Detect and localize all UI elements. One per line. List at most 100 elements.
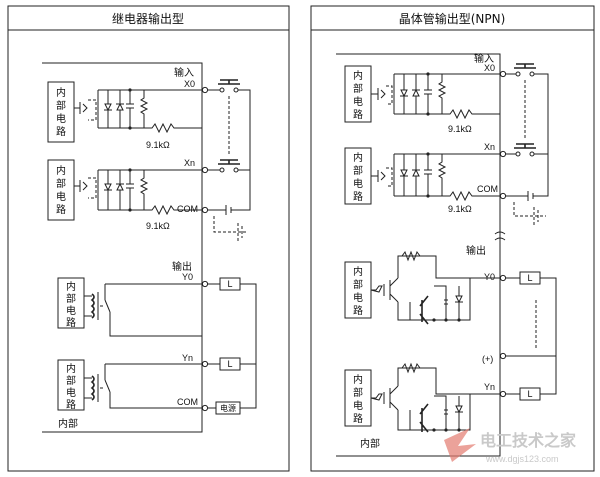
input-diode-1 bbox=[400, 74, 408, 114]
internal-circuit-char-2: 部 bbox=[56, 177, 66, 190]
input-resistor-9k1 bbox=[446, 190, 500, 202]
input-diode-2 bbox=[116, 170, 124, 210]
input-capacitor bbox=[424, 74, 432, 114]
left-terminal-x0: X0 bbox=[184, 79, 195, 89]
output-capacitor bbox=[434, 395, 448, 430]
right-load-label-2: L bbox=[527, 389, 532, 399]
optocoupler-link bbox=[386, 167, 393, 187]
internal-circuit-char-2: 部 bbox=[66, 292, 76, 305]
switch-contact bbox=[219, 167, 225, 173]
internal-circuit-char-3: 电 bbox=[66, 304, 76, 317]
break-mark bbox=[494, 231, 506, 241]
internal-circuit-char-2: 部 bbox=[56, 99, 66, 112]
junction-dot bbox=[128, 168, 132, 172]
external-dc-supply bbox=[506, 154, 549, 201]
right-panel-frame bbox=[310, 5, 595, 472]
junction-dot bbox=[457, 428, 461, 432]
switch-contact bbox=[515, 71, 521, 77]
internal-circuit-char-3: 电 bbox=[353, 399, 363, 412]
internal-circuit-char-4: 路 bbox=[353, 108, 363, 121]
switch-contact bbox=[529, 151, 535, 157]
internal-circuit-char-2: 部 bbox=[353, 386, 363, 399]
switch-contact bbox=[515, 151, 521, 157]
junction-dot bbox=[432, 318, 436, 322]
internal-circuit-char-4: 路 bbox=[56, 203, 66, 216]
relay-coil bbox=[90, 375, 95, 401]
right-input-label: 输入 bbox=[474, 52, 494, 65]
left-panel-title: 继电器输出型 bbox=[112, 11, 184, 26]
internal-circuit-char-1: 内 bbox=[66, 280, 76, 293]
right-terminal-yn: Yn bbox=[484, 382, 495, 392]
left-internal-boundary bbox=[42, 62, 203, 433]
external-dc-supply bbox=[208, 170, 251, 215]
internal-circuit-char-1: 内 bbox=[56, 86, 66, 99]
switch-x0 bbox=[514, 63, 536, 69]
transistor-output-y0: 内 部 电 路 bbox=[344, 250, 500, 325]
junction-dot bbox=[432, 428, 436, 432]
left-terminal-y0: Y0 bbox=[182, 272, 193, 282]
switch-xn bbox=[514, 143, 536, 149]
external-input-wiring bbox=[506, 73, 549, 155]
internal-circuit-char-1: 内 bbox=[353, 373, 363, 386]
switch-contact bbox=[233, 87, 239, 93]
right-load-label-1: L bbox=[527, 273, 532, 283]
terminal-plus bbox=[499, 352, 507, 360]
input-diode-2 bbox=[412, 74, 420, 114]
internal-circuit-char-3: 电 bbox=[353, 291, 363, 304]
internal-circuit-box bbox=[344, 65, 372, 123]
internal-circuit-box bbox=[57, 359, 85, 411]
left-panel-frame bbox=[7, 5, 290, 472]
terminal-x0 bbox=[499, 70, 507, 78]
left-terminal-com-out: COM bbox=[177, 397, 198, 407]
watermark-url: www.dgjs123.com bbox=[485, 454, 559, 464]
internal-circuit-char-3: 电 bbox=[56, 112, 66, 125]
phototransistor-symbol bbox=[74, 180, 88, 192]
optocoupler-link bbox=[88, 99, 97, 121]
relay-contact-wiring bbox=[104, 363, 202, 409]
switch-xn bbox=[218, 159, 240, 165]
left-terminal-xn: Xn bbox=[184, 158, 195, 168]
input-diode-2 bbox=[116, 102, 124, 111]
watermark-logo-icon bbox=[444, 428, 476, 462]
input-resistor-9k1 bbox=[148, 122, 202, 134]
internal-circuit-char-3: 电 bbox=[66, 386, 76, 399]
optocoupler-link bbox=[386, 85, 393, 105]
junction-dot bbox=[444, 428, 448, 432]
junction-dot bbox=[128, 126, 132, 130]
internal-circuit-char-2: 部 bbox=[353, 82, 363, 95]
internal-circuit-char-1: 内 bbox=[353, 69, 363, 82]
input-resistor-9k1 bbox=[446, 108, 501, 190]
internal-circuit-box bbox=[47, 159, 75, 221]
right-terminal-xn: Xn bbox=[484, 142, 495, 152]
right-terminal-y0: Y0 bbox=[484, 272, 495, 282]
relay-coil bbox=[90, 293, 95, 319]
external-dc-alt bbox=[513, 202, 546, 225]
relay-contact-wiring bbox=[104, 283, 203, 408]
terminal-com-out bbox=[201, 404, 209, 412]
right-plus-label: (+) bbox=[482, 354, 493, 364]
left-load-label-1: L bbox=[227, 279, 232, 289]
right-terminal-x0: X0 bbox=[484, 63, 495, 73]
right-panel-title: 晶体管输出型(NPN) bbox=[399, 11, 506, 26]
relay-output-yn: 内 部 电 路 bbox=[57, 359, 202, 411]
junction-dot bbox=[128, 208, 132, 212]
input-resistor-9k1 bbox=[148, 204, 202, 216]
left-output-label: 输出 bbox=[172, 260, 192, 273]
junction-dot bbox=[128, 88, 132, 92]
input-diode-1 bbox=[104, 170, 112, 210]
input-resistor-shunt bbox=[130, 89, 149, 128]
internal-circuit-char-2: 部 bbox=[66, 374, 76, 387]
internal-circuit-char-2: 部 bbox=[353, 164, 363, 177]
left-terminal-com-in: COM bbox=[177, 204, 198, 214]
load-yn bbox=[219, 357, 241, 371]
left-resistor-label-1: 9.1kΩ bbox=[146, 140, 170, 150]
input-capacitor bbox=[126, 90, 134, 128]
left-input-circuit-x0: 内 部 电 路 9.1kΩ bbox=[47, 81, 202, 150]
terminal-xn bbox=[499, 150, 507, 158]
internal-circuit-char-4: 路 bbox=[353, 190, 363, 203]
terminal-x0 bbox=[201, 86, 209, 94]
output-capacitor bbox=[434, 285, 448, 320]
switch-x0 bbox=[218, 79, 240, 85]
power-supply-box bbox=[215, 401, 241, 415]
switch-contact bbox=[233, 167, 239, 173]
